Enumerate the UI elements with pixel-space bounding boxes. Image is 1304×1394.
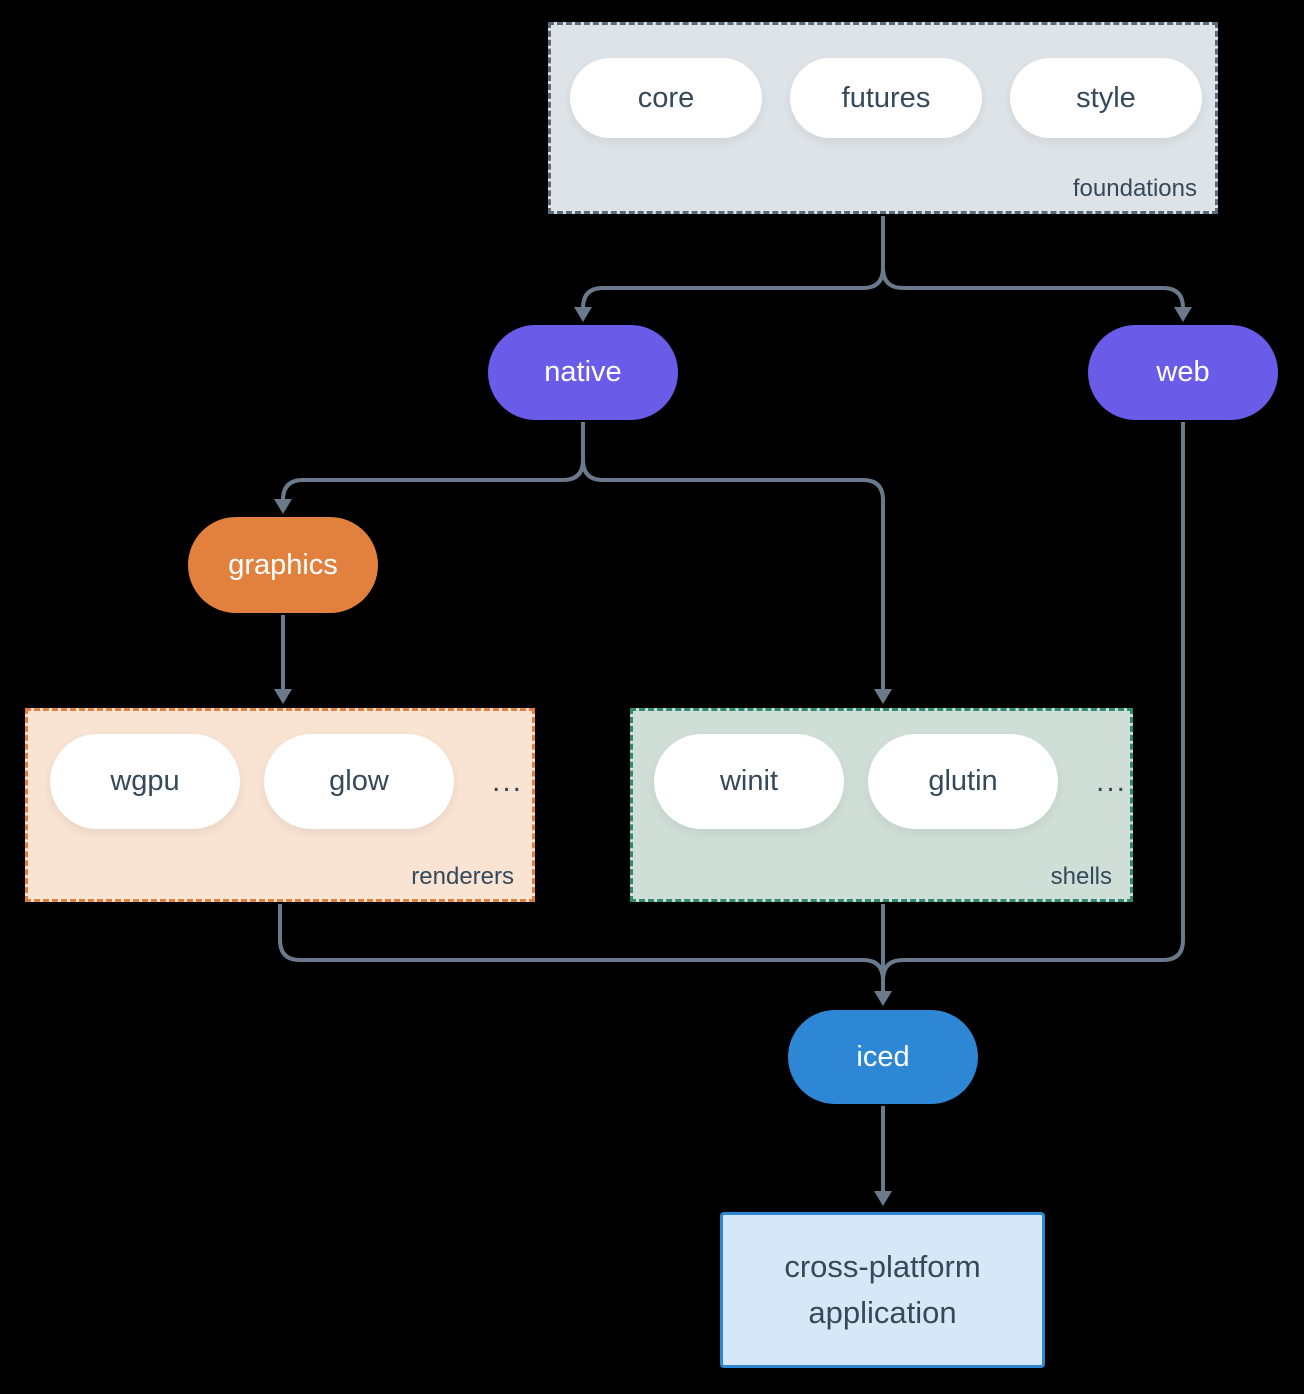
pill-glow: glow [264,734,454,829]
shells-box: winit glutin ... shells [630,708,1133,902]
foundations-pill-row: core futures style [551,25,1215,138]
pill-wgpu: wgpu [50,734,240,829]
application-label-line1: cross-platform [784,1248,981,1284]
renderers-ellipsis: ... [492,764,524,798]
pill-core: core [570,58,762,138]
node-graphics: graphics [188,517,378,613]
node-web: web [1088,325,1278,420]
renderers-box: wgpu glow ... renderers [25,708,535,902]
renderers-pill-row: wgpu glow ... [28,711,532,829]
foundations-label: foundations [1072,175,1197,202]
node-iced: iced [788,1010,978,1104]
node-native: native [488,325,678,420]
renderers-label: renderers [411,863,514,890]
pill-style: style [1010,58,1202,138]
foundations-box: core futures style foundations [548,22,1218,214]
pill-winit: winit [654,734,844,829]
application-label-line2: application [808,1295,957,1330]
pill-glutin: glutin [868,734,1058,829]
shells-ellipsis: ... [1096,764,1128,798]
shells-pill-row: winit glutin ... [633,711,1130,829]
pill-futures: futures [790,58,982,138]
cross-platform-application-box: cross-platform application [720,1212,1045,1368]
shells-label: shells [1050,863,1112,890]
